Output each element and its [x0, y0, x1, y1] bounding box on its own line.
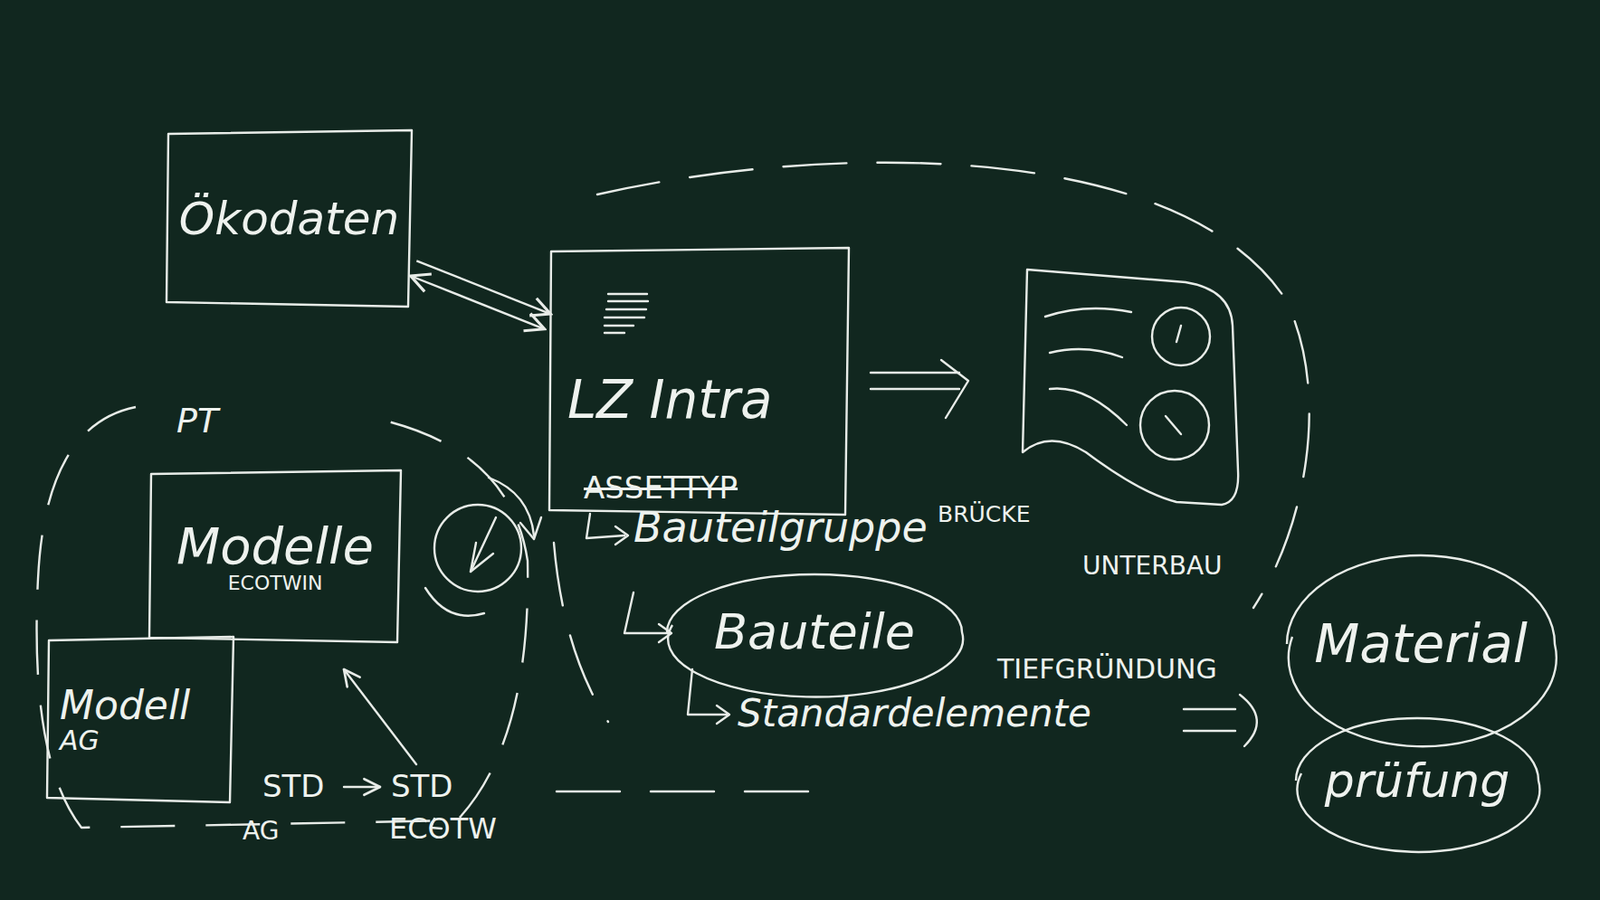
text-label: Bauteilgruppe [633, 506, 928, 549]
text-label: STD [262, 771, 325, 802]
dashboard-illustration [1022, 269, 1239, 505]
node-text: Modell [59, 685, 191, 727]
text-label: UNTERBAU [1082, 553, 1223, 580]
text-label: ASSETTYP [583, 472, 738, 504]
node-text: LZ Intra [567, 372, 772, 429]
node-text: prüfung [1324, 756, 1511, 807]
box-node: ModellAG [45, 635, 236, 806]
text-label: STD [390, 771, 454, 802]
double-arrow [1183, 695, 1258, 747]
text-label: TIEFGRÜNDUNG [997, 656, 1218, 684]
text-label: Standardelemente [737, 695, 1092, 734]
node-text: ECOTWIN [228, 572, 324, 594]
double-arrow [870, 360, 969, 419]
text-label: ECOTW [389, 814, 497, 844]
cycle-symbol [425, 477, 542, 617]
ellipse-node: prüfung [1294, 716, 1541, 846]
node-text: Ökodaten [179, 195, 400, 244]
connector-arrow [410, 260, 552, 330]
ellipse-node: Material [1285, 553, 1557, 735]
node-text: AG [59, 726, 100, 756]
node-text: Material [1314, 617, 1528, 673]
ellipse-node: Bauteile [665, 572, 964, 693]
document-icon [604, 294, 648, 334]
box-node: Ökodaten [164, 128, 414, 310]
std-arrows [343, 669, 442, 829]
text-label: BRÜCKE [937, 503, 1030, 526]
text-label: AG [242, 819, 279, 845]
dashed-region [553, 162, 1310, 792]
node-text: Modelle [176, 520, 374, 574]
node-text: Bauteile [714, 607, 915, 659]
node-text: PT [176, 403, 219, 440]
box-node: ModelleECOTWIN [147, 468, 403, 646]
